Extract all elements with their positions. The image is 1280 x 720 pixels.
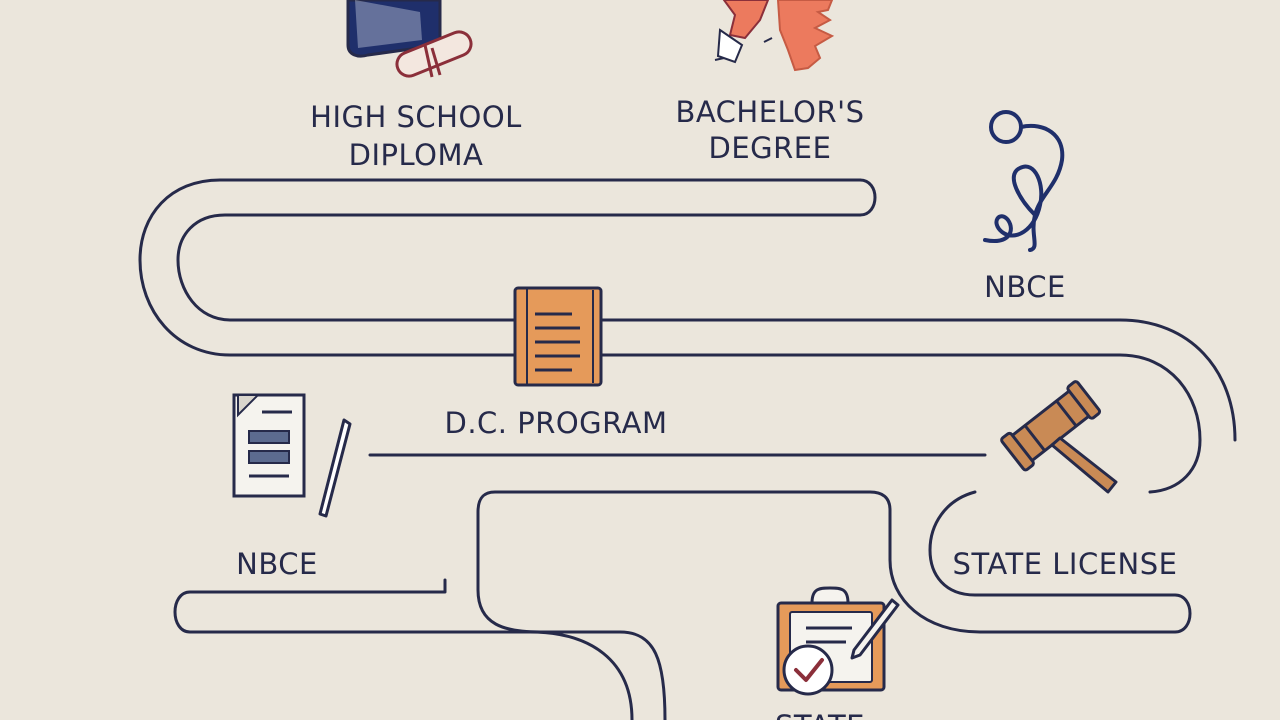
state-license-label: STATE LICENSE (952, 547, 1178, 581)
bachelors-degree-label: BACHELOR'S DEGREE (620, 94, 920, 166)
high-school-diploma-label: HIGH SCHOOL DIPLOMA (266, 98, 566, 174)
high-school-line2: DIPLOMA (348, 138, 484, 172)
book-icon (513, 286, 603, 387)
stethoscope-icon (983, 110, 1065, 252)
state-bottom-label: STATE (760, 707, 880, 720)
bachelors-line2: DEGREE (708, 131, 832, 165)
bachelors-line1: BACHELOR'S (675, 95, 865, 129)
gavel-icon (1000, 380, 1118, 494)
hands-degree-icon (714, 0, 835, 72)
nbce-left-label: NBCE (236, 547, 318, 581)
nbce-top-label: NBCE (984, 270, 1066, 304)
exam-document-icon (232, 393, 352, 518)
graduation-cap-diploma-icon (346, 0, 473, 78)
clipboard-check-icon (776, 586, 900, 696)
high-school-line1: HIGH SCHOOL (310, 100, 522, 134)
dc-program-label: D.C. PROGRAM (444, 406, 668, 440)
